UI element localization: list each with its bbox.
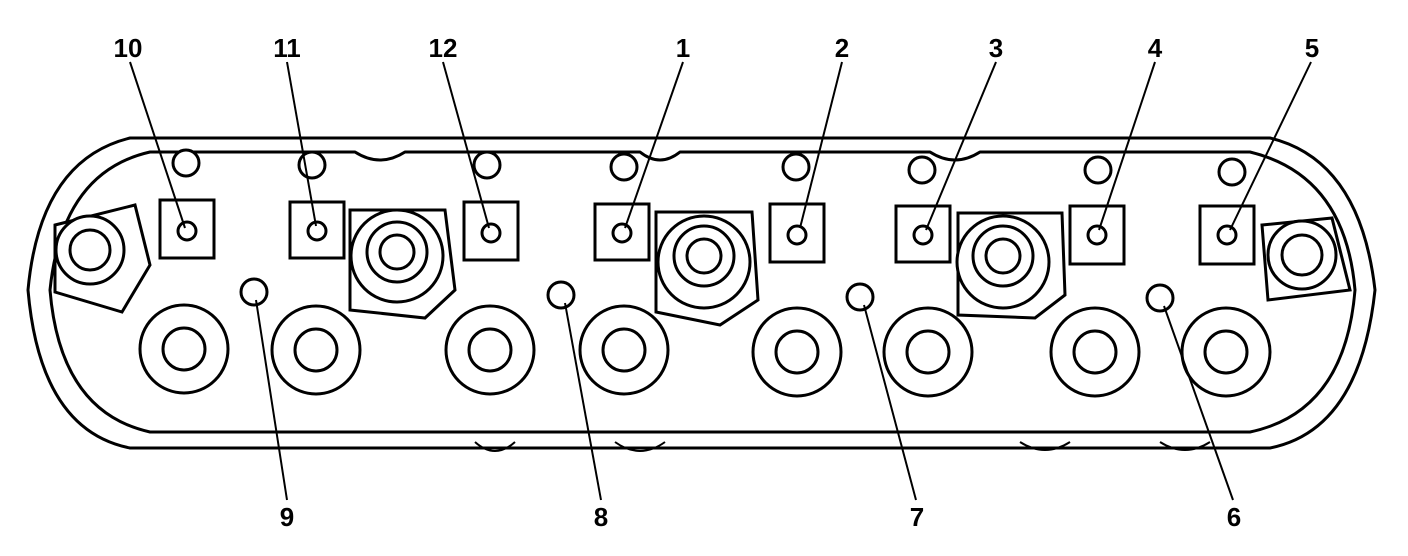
head-outline-outer: [26, 136, 1377, 450]
callout-6: 6: [1227, 502, 1241, 532]
callout-4: 4: [1148, 33, 1163, 63]
callout-12: 12: [429, 33, 458, 63]
callout-1: 1: [676, 33, 690, 63]
left-end-plug: [53, 203, 152, 314]
right-end-plug: [1260, 216, 1352, 302]
valve-bosses: [138, 303, 1272, 398]
leader-lines: [129, 61, 1312, 501]
callout-10: 10: [114, 33, 143, 63]
lower-bolt-holes: [239, 277, 1175, 313]
head-outline-inner: [48, 150, 1357, 434]
callout-9: 9: [280, 502, 294, 532]
callout-3: 3: [989, 33, 1003, 63]
callout-2: 2: [835, 33, 849, 63]
callout-8: 8: [594, 502, 608, 532]
spark-plug-bosses: [348, 208, 1067, 327]
bottom-bosses: [474, 441, 1211, 452]
head-bolt-bosses: [158, 198, 1256, 266]
callout-7: 7: [910, 502, 924, 532]
callout-5: 5: [1305, 33, 1319, 63]
callout-labels: 1 2 3 4 5 6 7 8 9 10 11 12: [114, 33, 1320, 532]
top-holes: [171, 148, 1247, 187]
callout-11: 11: [273, 33, 301, 63]
